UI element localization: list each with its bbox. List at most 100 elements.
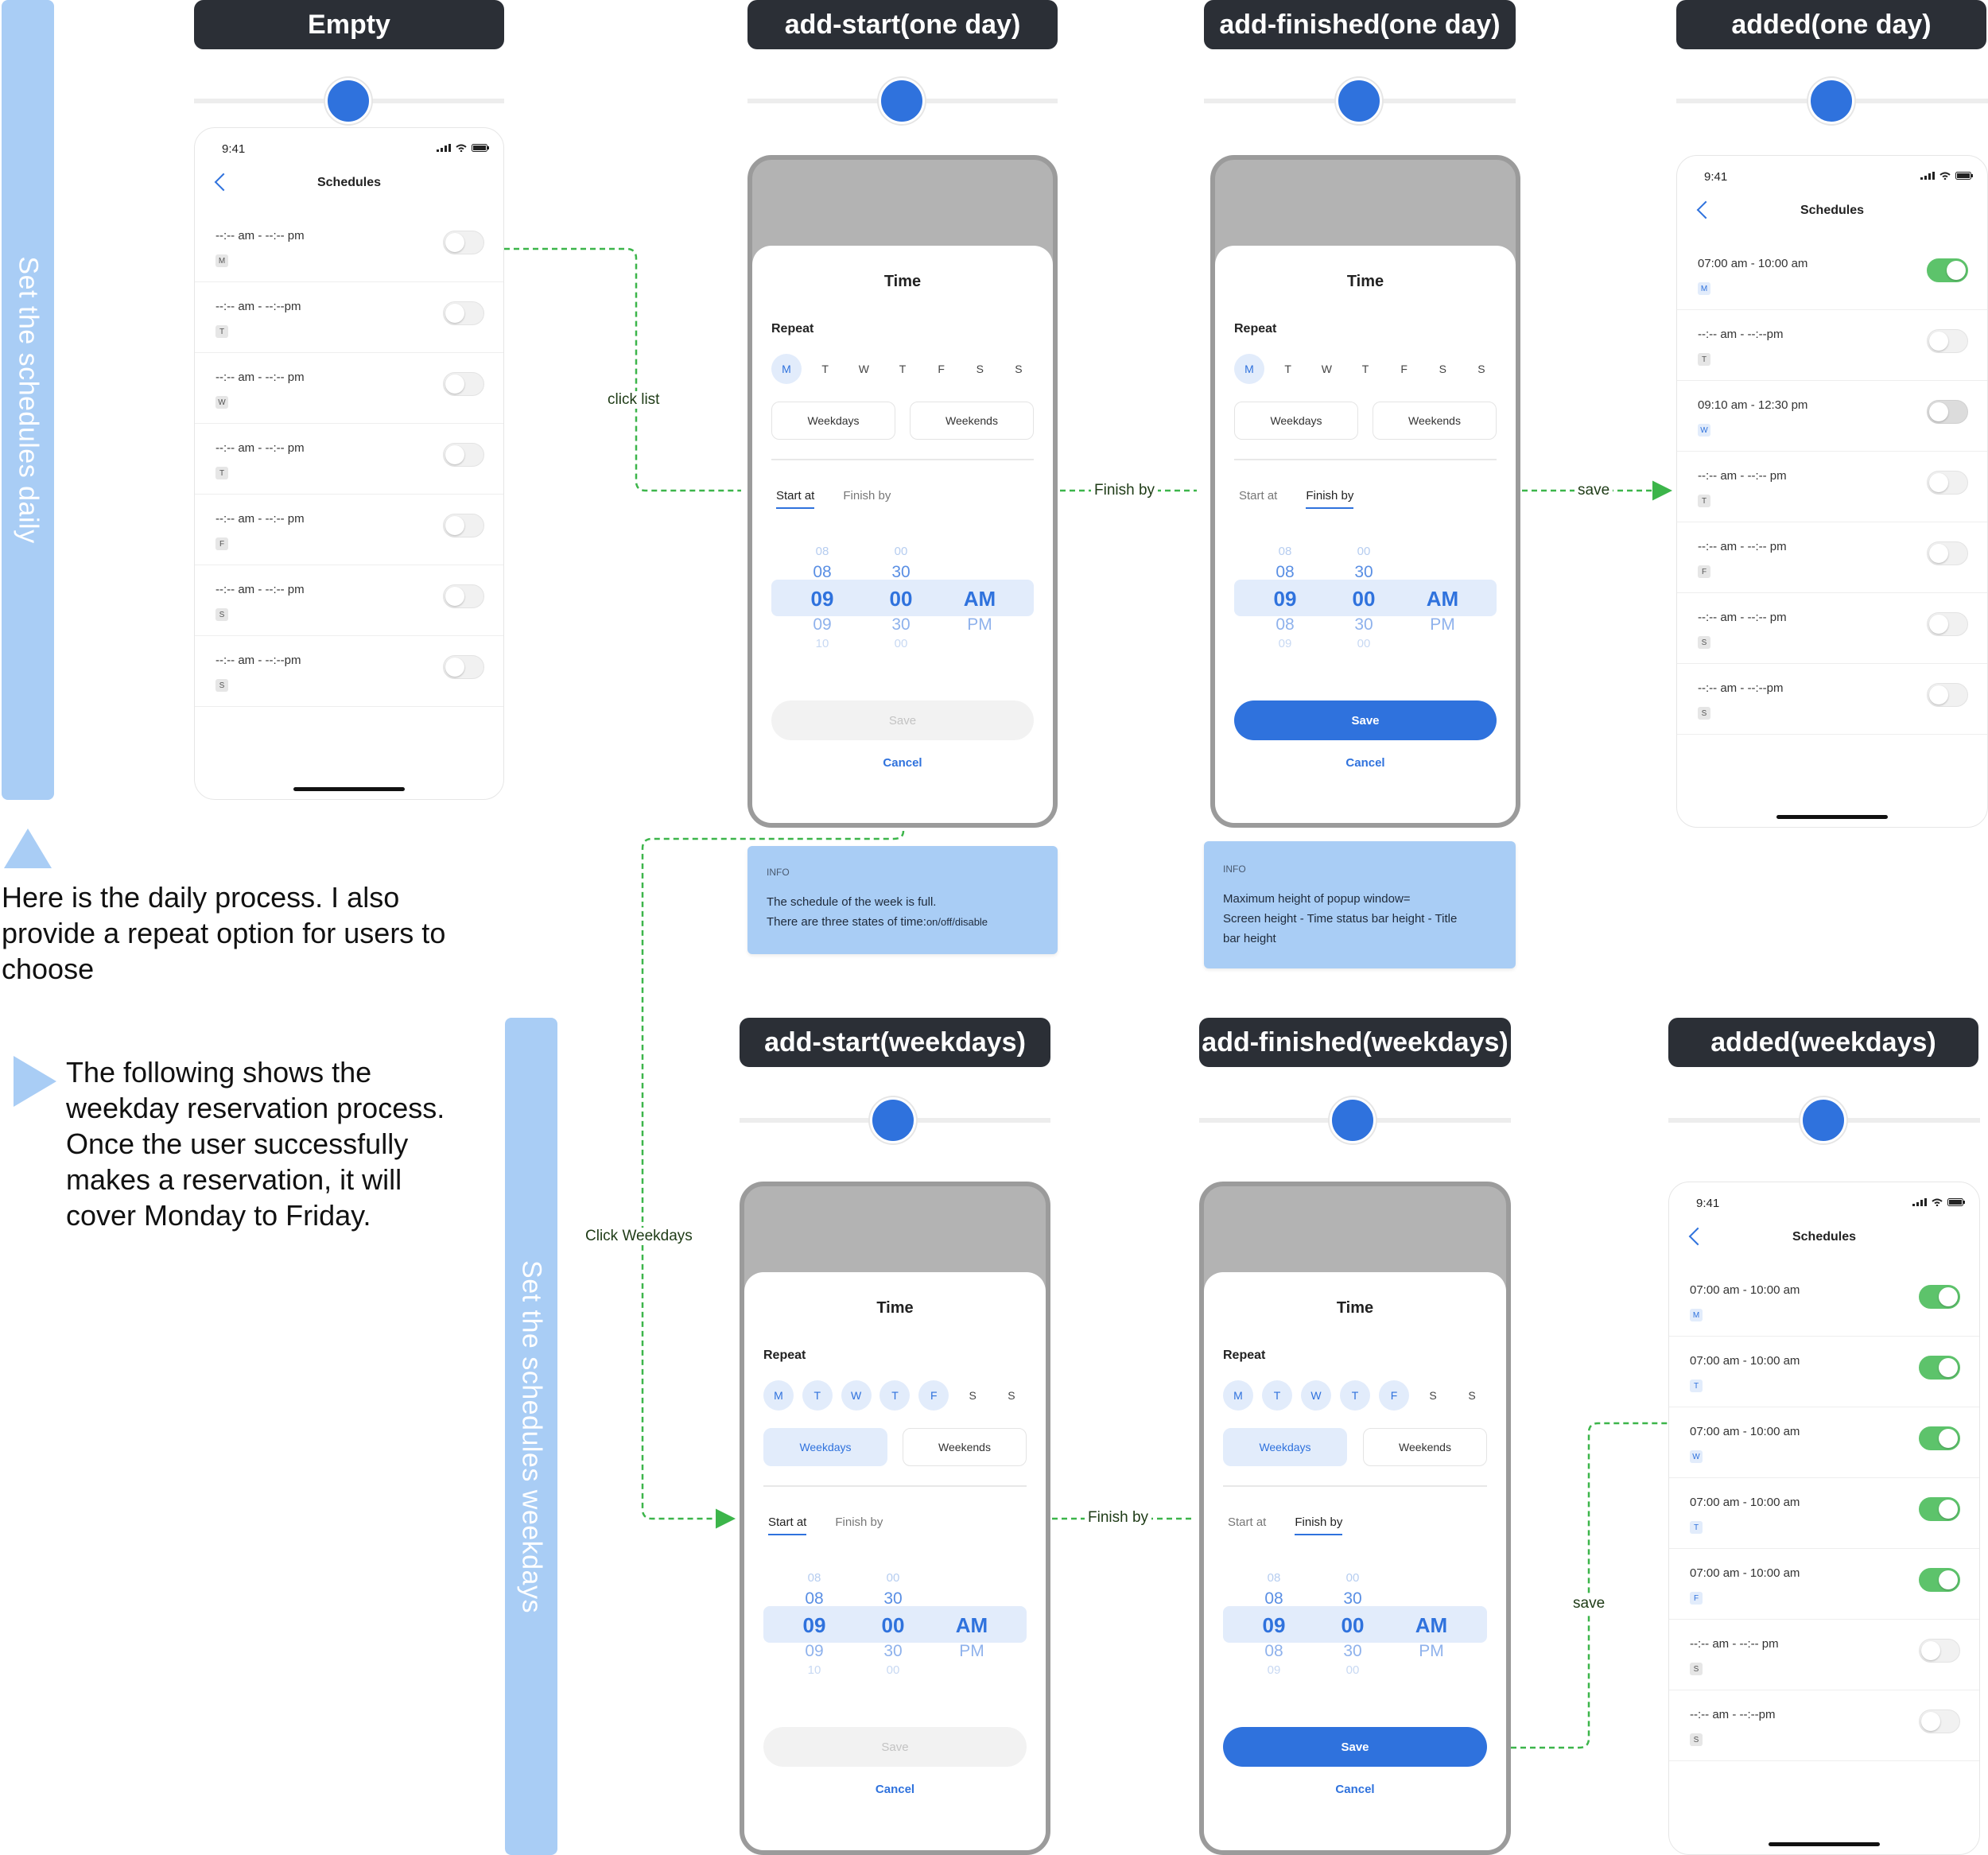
schedule-toggle-on[interactable] (1927, 258, 1968, 282)
day-option[interactable]: S (969, 1389, 977, 1402)
cancel-button[interactable]: Cancel (1335, 1783, 1375, 1796)
save-button[interactable]: Save (763, 1727, 1027, 1767)
weekdays-chip[interactable]: Weekdays (1234, 402, 1358, 440)
day-option[interactable]: S (1429, 1389, 1437, 1402)
cancel-button[interactable]: Cancel (883, 756, 922, 770)
schedule-toggle[interactable] (443, 584, 484, 608)
day-option[interactable]: F (938, 363, 945, 375)
day-option[interactable]: M (763, 1380, 794, 1411)
save-button[interactable]: Save (1234, 700, 1497, 740)
day-option[interactable]: S (1477, 363, 1485, 375)
weekends-chip[interactable]: Weekends (910, 402, 1034, 440)
tab-start-at[interactable]: Start at (776, 489, 815, 509)
schedule-toggle[interactable] (1919, 1709, 1960, 1733)
tab-finish-by[interactable]: Finish by (843, 489, 891, 503)
day-option[interactable]: F (1400, 363, 1408, 375)
schedule-toggle-disabled[interactable] (1927, 400, 1968, 424)
save-button[interactable]: Save (1223, 1727, 1487, 1767)
day-option[interactable]: S (1008, 1389, 1015, 1402)
day-option[interactable]: M (771, 354, 802, 384)
day-option[interactable]: W (858, 363, 869, 375)
weekends-chip[interactable]: Weekends (1363, 1428, 1487, 1466)
schedule-toggle[interactable] (443, 372, 484, 396)
time-wheel[interactable]: 08 08 09 09 10 00 30 00 30 00 AM PM (763, 1555, 1027, 1703)
day-option[interactable]: T (899, 363, 907, 375)
day-option[interactable]: S (1015, 363, 1023, 375)
day-option[interactable]: F (918, 1380, 949, 1411)
schedule-toggle-on[interactable] (1919, 1497, 1960, 1521)
schedule-toggle-on[interactable] (1919, 1568, 1960, 1592)
schedule-toggle[interactable] (443, 514, 484, 537)
wheel-value: 09 (1267, 1663, 1281, 1677)
day-option[interactable]: S (1439, 363, 1446, 375)
schedule-toggle[interactable] (1927, 683, 1968, 707)
schedule-toggle[interactable] (443, 231, 484, 254)
cancel-button[interactable]: Cancel (1345, 756, 1385, 770)
schedule-toggle[interactable] (443, 301, 484, 325)
day-option[interactable]: T (802, 1380, 833, 1411)
day-option[interactable]: W (1321, 363, 1332, 375)
day-option[interactable]: T (821, 363, 829, 375)
day-option[interactable]: W (841, 1380, 872, 1411)
weekdays-chip[interactable]: Weekdays (763, 1428, 887, 1466)
tab-start-at[interactable]: Start at (1239, 489, 1278, 503)
schedule-toggle-on[interactable] (1919, 1285, 1960, 1309)
time-wheel[interactable]: 08 08 09 08 09 00 30 00 30 00 AM PM (1234, 529, 1497, 677)
day-option[interactable]: S (976, 363, 984, 375)
schedule-toggle[interactable] (443, 655, 484, 679)
schedule-toggle[interactable] (1927, 612, 1968, 636)
weekends-chip[interactable]: Weekends (1373, 402, 1497, 440)
day-option[interactable]: M (1223, 1380, 1253, 1411)
day-option[interactable]: F (1379, 1380, 1409, 1411)
schedule-toggle[interactable] (1927, 471, 1968, 495)
tab-finish-by[interactable]: Finish by (835, 1515, 883, 1529)
phone-add-start-one: Time Repeat M T W T F S S Weekdays Weeke… (747, 155, 1058, 828)
day-option[interactable]: M (1234, 354, 1264, 384)
day-option[interactable]: T (879, 1380, 911, 1411)
schedule-toggle[interactable] (443, 443, 484, 467)
time-wheel[interactable]: 08 08 09 09 10 00 30 00 30 00 AM PM (771, 529, 1034, 677)
weekdays-chip[interactable]: Weekdays (1223, 1428, 1347, 1466)
tab-start-at[interactable]: Start at (1228, 1515, 1267, 1529)
schedule-toggle[interactable] (1927, 329, 1968, 353)
schedule-toggle[interactable] (1919, 1639, 1960, 1663)
cancel-button[interactable]: Cancel (875, 1783, 915, 1796)
day-option[interactable]: S (1468, 1389, 1476, 1402)
day-option[interactable]: T (1361, 363, 1369, 375)
schedule-toggle-on[interactable] (1919, 1356, 1960, 1380)
day-option[interactable]: T (1340, 1380, 1370, 1411)
tab-start-at[interactable]: Start at (768, 1515, 807, 1535)
day-option[interactable]: T (1284, 363, 1291, 375)
time-wheel[interactable]: 08 08 09 08 09 00 30 00 30 00 AM PM (1223, 1555, 1487, 1703)
weekdays-chip[interactable]: Weekdays (771, 402, 895, 440)
weekends-chip[interactable]: Weekends (903, 1428, 1027, 1466)
tab-finish-by[interactable]: Finish by (1295, 1515, 1343, 1535)
schedule-toggle[interactable] (1927, 541, 1968, 565)
day-option[interactable]: T (1262, 1380, 1292, 1411)
day-option[interactable]: W (1301, 1380, 1331, 1411)
save-button[interactable]: Save (771, 700, 1034, 740)
tab-finish-by[interactable]: Finish by (1306, 489, 1354, 509)
schedule-toggle-on[interactable] (1919, 1426, 1960, 1450)
